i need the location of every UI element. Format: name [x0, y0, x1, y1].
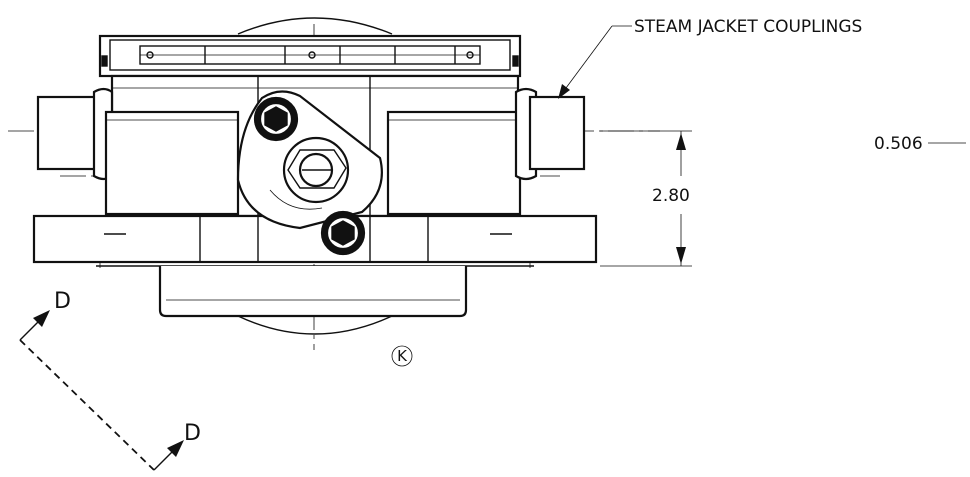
bottom-hub — [158, 266, 468, 318]
detail-marker: K — [391, 345, 413, 367]
upper-bolt — [253, 96, 299, 142]
section-label-top: D — [54, 289, 71, 314]
left-coupling — [36, 87, 240, 216]
steam-jacket-leader — [558, 25, 632, 99]
lower-bolt — [320, 210, 366, 256]
dimension-height-label: 2.80 — [652, 186, 690, 206]
section-line-d-d — [19, 310, 184, 471]
top-bar-assembly — [98, 34, 522, 78]
detail-marker-label: K — [397, 347, 408, 365]
housing-circle — [237, 17, 393, 335]
right-coupling — [386, 87, 586, 216]
dimension-2-80 — [600, 130, 692, 267]
dimension-offset-label: 0.506 — [874, 134, 923, 154]
steam-jacket-label: STEAM JACKET COUPLINGS — [634, 17, 862, 37]
section-label-bottom: D — [184, 421, 201, 446]
